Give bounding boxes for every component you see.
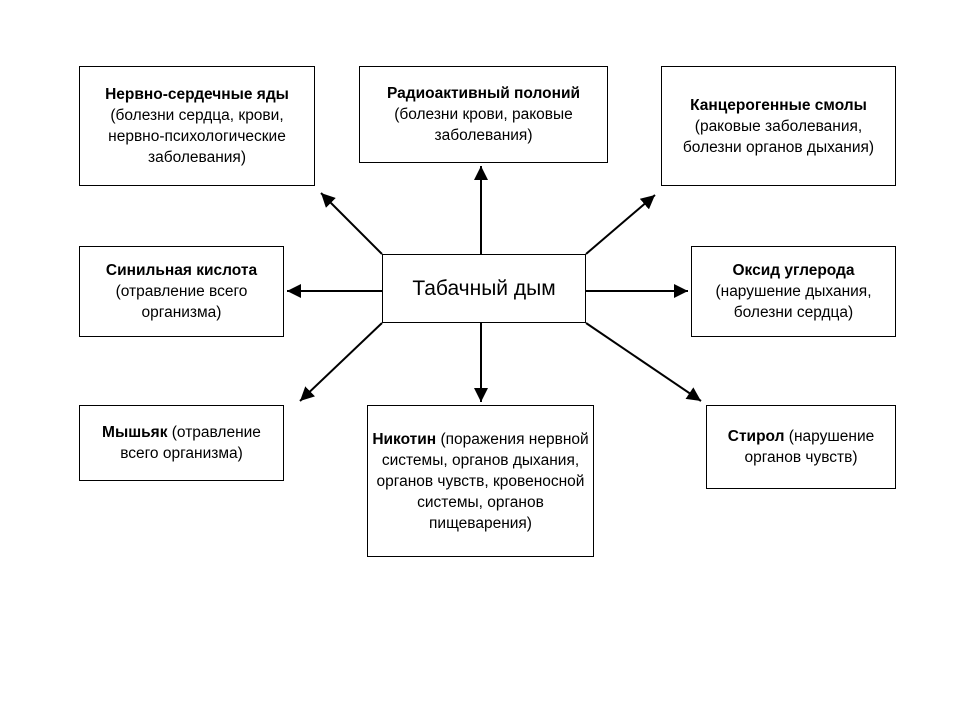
center-label: Табачный дым <box>412 277 556 300</box>
node-desc: (раковые заболевания, болезни органов ды… <box>682 117 875 156</box>
arrow-to-mysh <box>299 322 383 402</box>
node-desc: (болезни сердца, крови, нервно-психологи… <box>108 107 286 166</box>
node-sinilnaya-kislota: Синильная кислота (отравление всего орган… <box>79 246 284 337</box>
node-title: Синильная кислота <box>105 262 258 279</box>
node-stirol: Стирол (нарушение органов чувств) <box>706 405 896 489</box>
node-title: Радиоактивный полоний <box>386 85 581 102</box>
node-nikotin: Никотин (поражения нервной системы, орга… <box>367 405 594 557</box>
node-title: Мышьяк <box>102 424 168 441</box>
node-title: Никотин <box>372 430 437 448</box>
node-desc: (отравление всего организма) <box>120 424 261 462</box>
node-center-tabachnyi-dym: Табачный дым <box>382 254 586 323</box>
node-desc: (отравление всего организма) <box>115 283 248 321</box>
node-title: Стирол <box>727 428 785 445</box>
node-nervno-serdechnye-yady: Нервно-сердечные яды (болезни сердца, кро… <box>79 66 315 186</box>
node-title: Нервно-сердечные яды <box>105 86 289 103</box>
node-title: Оксид углерода <box>732 262 855 279</box>
node-desc: (болезни крови, раковые заболевания) <box>394 106 573 144</box>
arrow-to-kanc <box>585 194 656 255</box>
node-desc: (поражения нервной системы, органов дыха… <box>376 430 589 532</box>
arrow-to-nerv <box>320 192 383 255</box>
node-kancerogennye-smoly: Канцерогенные смолы (раковые заболевания,… <box>661 66 896 186</box>
node-desc: (нарушение дыхания, болезни сердца) <box>715 283 872 321</box>
node-myshyak: Мышьяк (отравление всего организма) <box>79 405 284 481</box>
arrow-to-stir <box>585 322 702 402</box>
node-radioaktivnyi-polonii: Радиоактивный полоний (болезни крови, рак… <box>359 66 608 163</box>
node-title: Канцерогенные смолы <box>690 96 867 114</box>
node-desc: (нарушение органов чувств) <box>744 428 875 466</box>
node-oksid-ugleroda: Оксид углерода (нарушение дыхания, болезн… <box>691 246 896 337</box>
